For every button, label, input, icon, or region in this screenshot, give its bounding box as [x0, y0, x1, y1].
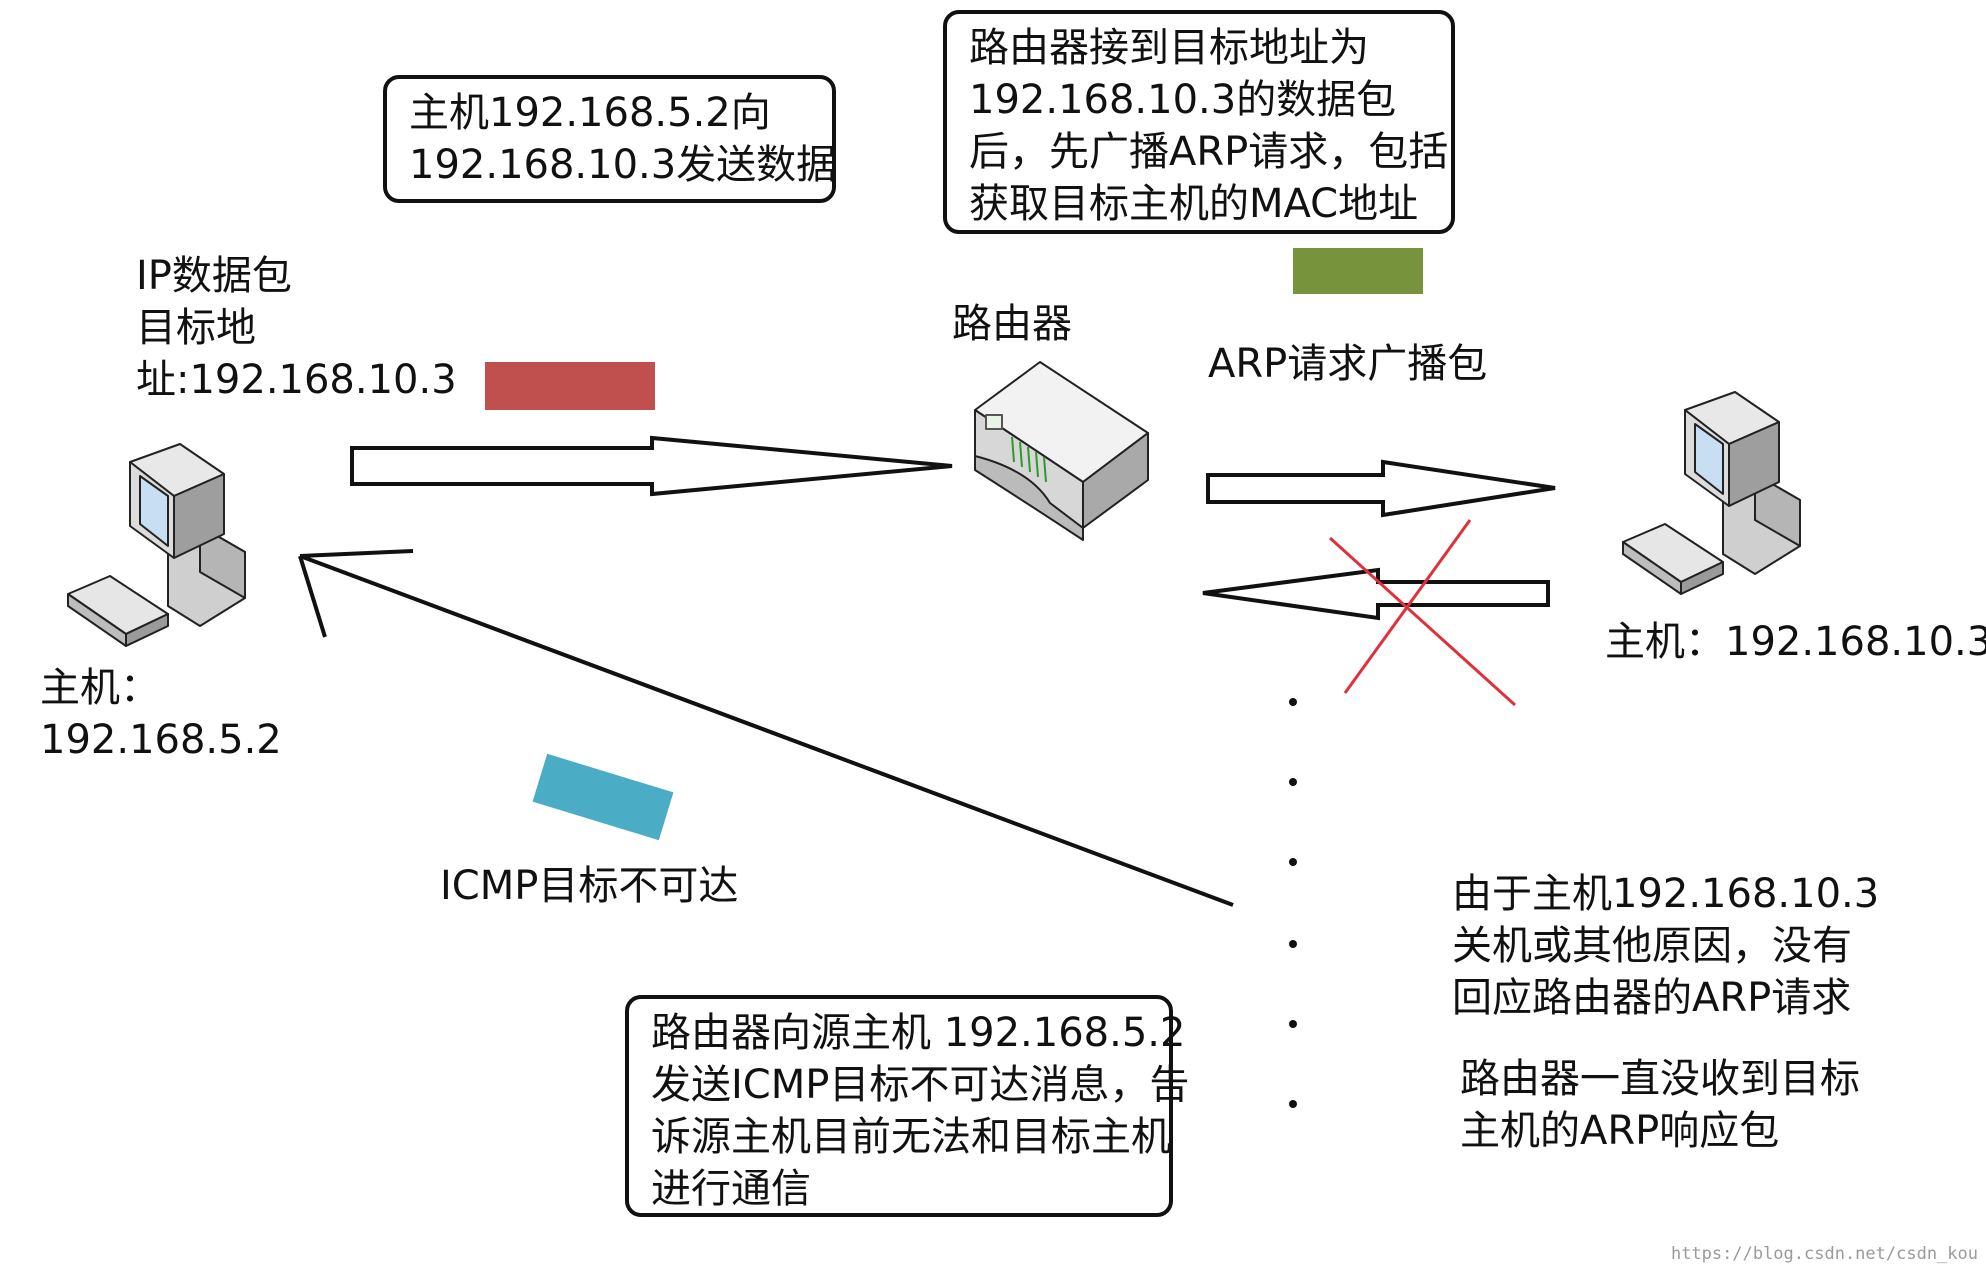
- callout-line: 路由器接到目标地址为: [969, 25, 1369, 71]
- label-line: 路由器一直没收到目标: [1460, 1056, 1860, 1102]
- callout-line: 进行通信: [651, 1166, 811, 1212]
- callout-line: 主机192.168.5.2向: [409, 90, 771, 136]
- source-host-label: 主机： 192.168.5.2: [40, 662, 282, 766]
- watermark: https://blog.csdn.net/csdn_kou: [1670, 1244, 1978, 1264]
- callout-line: 获取目标主机的MAC地址: [969, 181, 1419, 227]
- label-line: 关机或其他原因，没有: [1452, 923, 1852, 969]
- callout-line: 后，先广播ARP请求，包括: [969, 129, 1449, 175]
- callout-line: 路由器向源主机 192.168.5.2: [651, 1010, 1186, 1056]
- arp-request-arrow: [1206, 459, 1556, 518]
- label-line: 回应路由器的ARP请求: [1452, 975, 1852, 1021]
- router-label: 路由器: [952, 301, 1072, 347]
- ip-packet-label: IP数据包 目标地 址:192.168.10.3: [136, 250, 457, 406]
- ip-packet-block: [485, 362, 655, 410]
- icmp-packet-block: [532, 753, 674, 841]
- callout-line: 192.168.10.3的数据包: [969, 77, 1397, 123]
- host-send-callout: 主机192.168.5.2向 192.168.10.3发送数据: [383, 75, 836, 203]
- router-icmp-callout: 路由器向源主机 192.168.5.2 发送ICMP目标不可达消息，告 诉源主机…: [625, 995, 1190, 1217]
- callout-line: 发送ICMP目标不可达消息，告: [651, 1062, 1190, 1108]
- icmp-unreachable-label: ICMP目标不可达: [440, 863, 739, 909]
- arp-packet-block: [1293, 248, 1423, 294]
- label-line: 址:192.168.10.3: [136, 357, 457, 403]
- label-line: 192.168.5.2: [40, 717, 282, 763]
- no-arp-response-label: 路由器一直没收到目标 主机的ARP响应包: [1460, 1053, 1860, 1157]
- target-computer-icon: [1622, 391, 1801, 595]
- icmp-return-arrow: [298, 549, 1234, 907]
- waiting-dots: [1289, 698, 1297, 1108]
- router-arp-callout: 路由器接到目标地址为 192.168.10.3的数据包 后，先广播ARP请求，包…: [943, 10, 1455, 234]
- label-line: 主机：: [40, 665, 160, 711]
- source-computer-icon: [67, 443, 246, 647]
- label-line: 由于主机192.168.10.3: [1452, 871, 1880, 917]
- callout-line: 192.168.10.3发送数据: [409, 142, 837, 188]
- target-host-label: 主机：192.168.10.3: [1605, 619, 1986, 665]
- callout-line: 诉源主机目前无法和目标主机: [651, 1114, 1171, 1160]
- label-line: 目标地: [136, 305, 256, 351]
- arp-broadcast-label: ARP请求广播包: [1208, 341, 1488, 387]
- no-reply-reason-label: 由于主机192.168.10.3 关机或其他原因，没有 回应路由器的ARP请求: [1452, 868, 1879, 1024]
- router-icon: [974, 361, 1149, 541]
- failed-reply-cross-icon: [1328, 519, 1517, 707]
- ip-forward-arrow: [350, 435, 953, 497]
- label-line: IP数据包: [136, 253, 292, 299]
- label-line: 主机的ARP响应包: [1460, 1108, 1780, 1154]
